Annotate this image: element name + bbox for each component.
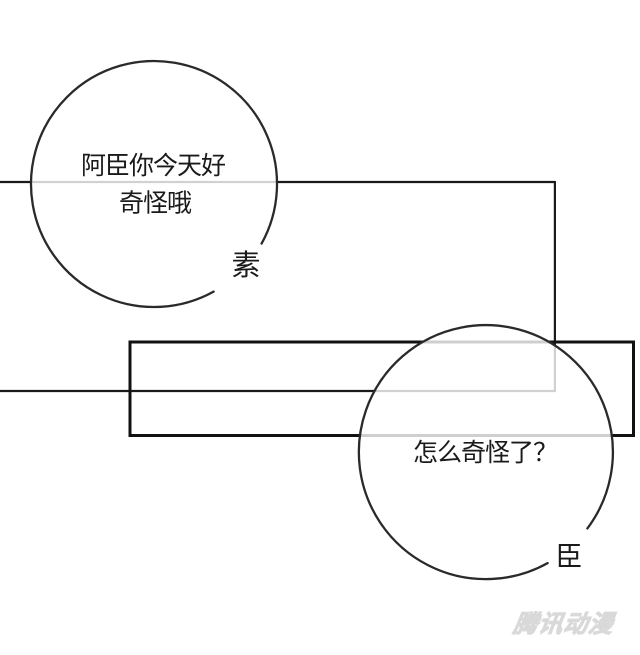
speech-bubble-2-outline (357, 323, 614, 581)
bubble-2-dialogue-line-1: 怎么奇怪了？ (413, 439, 557, 467)
bubble-1-dialogue-line-2: 奇怪哦 (119, 190, 192, 218)
speech-bubble-1-outline (29, 59, 279, 309)
speaker-label-chen: 臣 (556, 542, 583, 572)
bubble-1-dialogue-line-1: 阿臣你今天好 (81, 152, 225, 180)
watermark-tencent-comics: 腾讯动漫 (511, 611, 616, 639)
speech-bubble-2-fill (359, 325, 613, 579)
speaker-label-su: 素 (231, 249, 260, 282)
speech-bubble-1-fill (31, 61, 277, 307)
